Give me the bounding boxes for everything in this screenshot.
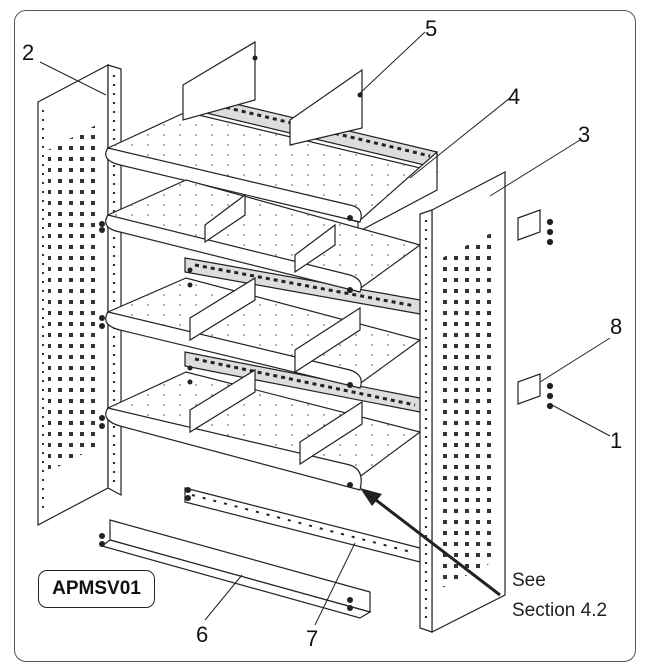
bolts [99, 55, 363, 611]
left-side-panel [37, 64, 122, 526]
shelf-2 [105, 179, 422, 293]
callout-3: 3 [578, 122, 591, 147]
callout-2: 2 [22, 40, 35, 65]
top-dividers [182, 40, 363, 146]
callout-4: 4 [508, 84, 521, 109]
model-label: APMSV01 [38, 570, 155, 608]
shelf-4 [105, 368, 422, 491]
bracket-bottom [517, 373, 554, 410]
bracket-top [517, 209, 554, 246]
bottom-rail-6 [100, 519, 372, 619]
callout-1: 1 [610, 428, 623, 453]
note-section: Section 4.2 [512, 600, 608, 621]
right-side-panel [419, 171, 506, 633]
callout-7: 7 [306, 626, 319, 651]
leader-lines [39, 31, 611, 626]
callout-5: 5 [425, 16, 438, 41]
shelf-3 [105, 276, 422, 389]
section-arrow [360, 488, 501, 597]
diagram-frame [14, 10, 636, 662]
callout-6: 6 [196, 622, 209, 647]
callout-8: 8 [610, 314, 623, 339]
note-see: See [512, 570, 546, 591]
top-shelf [105, 111, 439, 233]
